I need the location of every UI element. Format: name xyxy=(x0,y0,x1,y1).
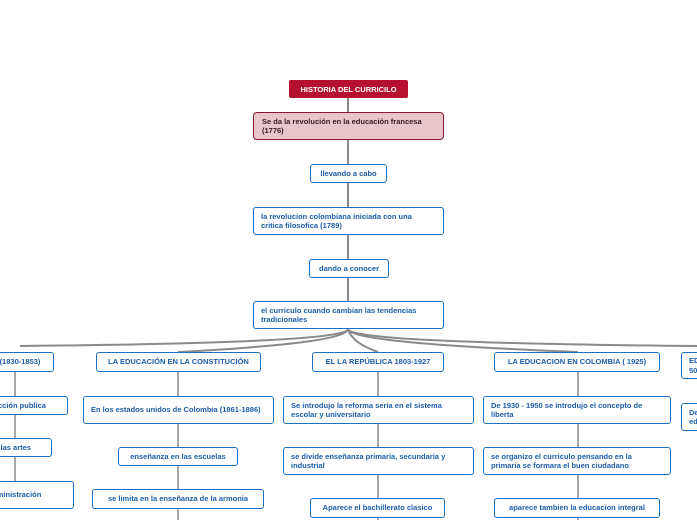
branch-title-label: LA EDUCACIÓN EN LA CONSTITUCIÓN xyxy=(108,357,249,367)
branch-child-label: En los estados unidos de Colombia (1861-… xyxy=(91,405,261,415)
branch-child[interactable]: administración xyxy=(0,481,74,509)
branch-child-label: se limita en la enseñanza de la armonia xyxy=(107,494,249,504)
branch-child-label: De 1930 - 1950 se introdujo el concepto … xyxy=(491,400,643,420)
branch-child[interactable]: Aparece el bachillerato clasico xyxy=(310,498,445,518)
branch-title-republica[interactable]: EL LA REPÚBLICA 1803-1927 xyxy=(312,352,444,372)
branch-child[interactable]: Se introdujo la reforma seria en el sist… xyxy=(283,396,474,424)
branch-child[interactable]: enseñanza en las escuelas xyxy=(118,447,238,466)
branch-child[interactable]: De ed xyxy=(681,403,697,431)
chain-node-llevando[interactable]: llevando a cabo xyxy=(310,164,387,183)
branch-child-label: trucción publica xyxy=(0,400,46,410)
root-topic-label: HISTORIA DEL CURRICILO xyxy=(300,84,397,94)
chain-node-curriculo[interactable]: el curriculo cuando cambian las tendenci… xyxy=(253,301,444,329)
branch-title-label: LA EDUCACION EN COLOMBIA ( 1925) xyxy=(507,357,647,367)
chain-node-label: el curriculo cuando cambian las tendenci… xyxy=(261,305,417,325)
branch-title-label: EL LA REPÚBLICA 1803-1927 xyxy=(325,357,431,367)
branch-child[interactable]: En los estados unidos de Colombia (1861-… xyxy=(83,396,274,424)
branch-child[interactable]: se organizo el curriculo pensando en la … xyxy=(483,447,671,475)
branch-child-label: se organizo el curriculo pensando en la … xyxy=(491,451,632,471)
branch-child-label: administración xyxy=(0,490,42,500)
chain-node-dando[interactable]: dando a conocer xyxy=(309,259,389,278)
chain-node-revolucion-francesa[interactable]: Se da la revolución en la educación fran… xyxy=(253,112,444,140)
branch-child-label: se divide enseñanza primaria, secundaria… xyxy=(291,451,446,471)
branch-child[interactable]: s y las artes xyxy=(0,438,52,457)
branch-title-1830[interactable]: (1830-1853) xyxy=(0,352,54,372)
branch-child[interactable]: aparece tambien la educacion integral xyxy=(494,498,660,518)
branch-title-ed[interactable]: ED 50 xyxy=(681,352,697,379)
root-topic[interactable]: HISTORIA DEL CURRICILO xyxy=(289,80,408,98)
branch-title-constitucion[interactable]: LA EDUCACIÓN EN LA CONSTITUCIÓN xyxy=(96,352,261,372)
branch-child[interactable]: De 1930 - 1950 se introdujo el concepto … xyxy=(483,396,671,424)
branch-child[interactable]: se divide enseñanza primaria, secundaria… xyxy=(283,447,474,475)
chain-node-label: llevando a cabo xyxy=(320,168,377,178)
branch-title-colombia-1925[interactable]: LA EDUCACION EN COLOMBIA ( 1925) xyxy=(494,352,660,372)
branch-title-label: ED 50 xyxy=(689,356,697,375)
branch-child[interactable]: se limita en la enseñanza de la armonia xyxy=(92,489,264,509)
branch-title-label: (1830-1853) xyxy=(0,357,41,367)
branch-child-label: s y las artes xyxy=(0,442,31,452)
branch-child-label: De ed xyxy=(689,407,697,427)
chain-node-label: la revolucion colombiana iniciada con un… xyxy=(261,211,412,231)
branch-child[interactable]: trucción publica xyxy=(0,396,68,415)
branch-child-label: enseñanza en las escuelas xyxy=(130,451,226,461)
branch-child-label: Se introdujo la reforma seria en el sist… xyxy=(291,400,442,420)
chain-node-label: Se da la revolución en la educación fran… xyxy=(262,116,422,136)
branch-child-label: Aparece el bachillerato clasico xyxy=(322,503,433,513)
branch-child-label: aparece tambien la educacion integral xyxy=(509,503,645,513)
chain-node-label: dando a conocer xyxy=(318,263,379,273)
chain-node-revolucion-colombiana[interactable]: la revolucion colombiana iniciada con un… xyxy=(253,207,444,235)
